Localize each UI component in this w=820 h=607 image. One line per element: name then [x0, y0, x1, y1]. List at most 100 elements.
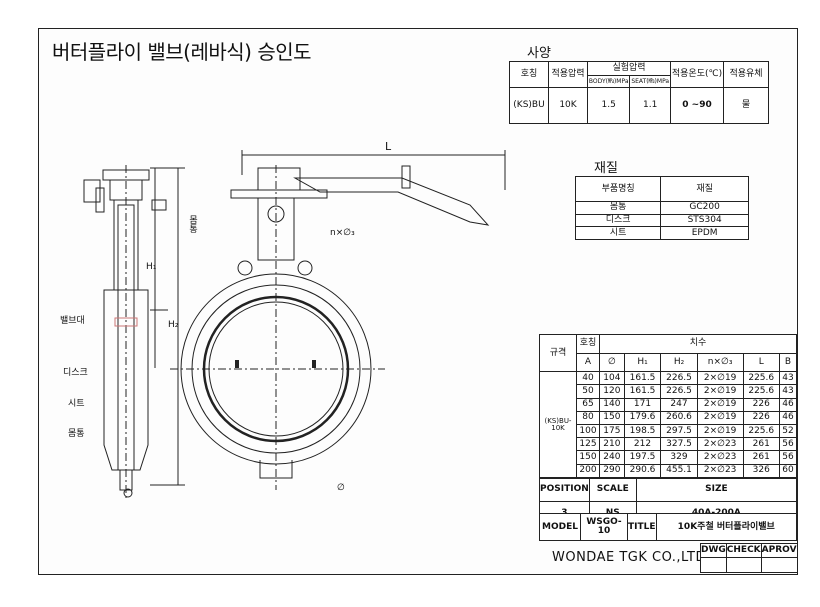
dim-cell: 197.5 — [623, 450, 662, 465]
approval-block: DWG CHECK APROV — [700, 543, 798, 573]
dim-cell: 161.5 — [623, 371, 662, 386]
label-H2: H₂ — [168, 320, 179, 330]
dim-cell: 297.5 — [660, 423, 698, 439]
drawing-title: 버터플라이 밸브(레바식) 승인도 — [52, 40, 312, 64]
spec-cell: 10K — [548, 87, 588, 124]
dim-cell: 65 — [576, 397, 600, 412]
dim-cell: 2×∅19 — [696, 397, 744, 412]
dim-model-label: (KS)BU-10K — [539, 371, 577, 478]
dim-cell: 43 — [778, 384, 798, 399]
tb-title: 10K주철 버터플라이밸브 — [655, 513, 798, 541]
material-heading: 재질 — [594, 161, 618, 176]
tb-dwg: DWG — [700, 543, 727, 558]
dim-cell: 2×∅23 — [696, 463, 744, 479]
spec-cell: (KS)BU — [509, 87, 549, 124]
tb-title-label: TITLE — [627, 513, 657, 541]
material-cell: 디스크 — [574, 213, 662, 228]
dim-cell: 2×∅19 — [696, 371, 744, 386]
dim-cell: 2×∅19 — [696, 410, 744, 426]
label-stem: 밸브대 — [60, 316, 85, 326]
material-cell: 시트 — [574, 226, 662, 240]
dim-cell: 80 — [576, 410, 600, 426]
dim-sub: A — [576, 352, 600, 373]
dim-cell: 150 — [599, 410, 625, 426]
dim-cell: 212 — [623, 437, 662, 452]
dim-cell: 104 — [599, 371, 625, 386]
spec-table: 호칭 적용압력 실험압력 적용온도(℃) 적용유체 BODY(㎫)MPa SEA… — [509, 61, 769, 124]
dim-cell: 226.5 — [660, 384, 698, 399]
dim-cell: 175 — [599, 423, 625, 439]
body-side — [103, 289, 149, 471]
label-H1: H₁ — [146, 262, 157, 272]
spec-h-pressure: 적용압력 — [548, 61, 588, 88]
lever-hub — [257, 167, 301, 191]
spec-h-body: BODY(㎫)MPa — [586, 75, 631, 88]
dim-cell: 56 — [778, 450, 798, 465]
dim-cell: 261 — [742, 437, 780, 452]
dim-cell: 290.6 — [623, 463, 662, 479]
tb-position-label: POSITION — [539, 478, 590, 502]
dim-cell: 43 — [778, 371, 798, 386]
dim-cell: 247 — [660, 397, 698, 412]
dim-cell: 40 — [576, 371, 600, 386]
spec-h-hoching: 호칭 — [509, 61, 549, 88]
dim-cell: 46 — [778, 397, 798, 412]
dim-h-gyugyeok: 규격 — [539, 333, 577, 373]
label-disc: 디스크 — [63, 368, 88, 378]
dim-cell: 140 — [599, 397, 625, 412]
material-cell: EPDM — [660, 226, 749, 240]
label-L: L — [385, 140, 392, 153]
spec-h-fluid: 적용유체 — [723, 61, 769, 88]
dim-sub: n×∅₃ — [696, 352, 744, 373]
spec-cell: 0 ~90 — [670, 87, 724, 124]
spec-heading: 사양 — [527, 46, 551, 61]
label-seat: 시트 — [68, 399, 85, 409]
dim-cell: 326 — [742, 463, 780, 479]
tb-check: CHECK — [725, 543, 762, 558]
dim-cell: 100 — [576, 423, 600, 439]
label-body-2: 몸통 — [68, 429, 85, 439]
dim-sub: B — [778, 352, 798, 373]
spec-cell: 1.1 — [629, 87, 671, 124]
spec-h-temp: 적용온도(℃) — [670, 61, 724, 88]
dim-cell: 290 — [599, 463, 625, 479]
dim-sub: H₂ — [660, 352, 698, 373]
dim-cell: 225.6 — [742, 371, 780, 386]
dim-cell: 2×∅19 — [696, 384, 744, 399]
material-h-mat: 재질 — [660, 176, 749, 202]
dim-cell: 2×∅19 — [696, 423, 744, 439]
dim-cell: 120 — [599, 384, 625, 399]
dim-cell: 150 — [576, 450, 600, 465]
dim-cell: 260.6 — [660, 410, 698, 426]
dim-cell: 52 — [778, 423, 798, 439]
tb-model-label: MODEL — [539, 513, 581, 541]
spec-cell: 물 — [723, 87, 769, 124]
dim-sub: H₁ — [623, 352, 662, 373]
dim-cell: 327.5 — [660, 437, 698, 452]
dim-cell: 200 — [576, 463, 600, 479]
dim-cell: 171 — [623, 397, 662, 412]
dim-cell: 329 — [660, 450, 698, 465]
tb-aprov: APROV — [760, 543, 798, 558]
dim-cell: 261 — [742, 450, 780, 465]
dim-cell: 56 — [778, 437, 798, 452]
material-cell: GC200 — [660, 201, 749, 215]
dim-cell: 225.6 — [742, 423, 780, 439]
material-h-part: 부품명칭 — [574, 176, 662, 202]
dim-cell: 198.5 — [623, 423, 662, 439]
tb-size-label: SIZE — [635, 478, 798, 502]
dim-sub: ∅ — [599, 352, 625, 373]
dim-cell: 2×∅23 — [696, 450, 744, 465]
title-block-model: MODEL WSGO-10 TITLE 10K주철 버터플라이밸브 — [539, 513, 798, 541]
dim-cell: 60 — [778, 463, 798, 479]
